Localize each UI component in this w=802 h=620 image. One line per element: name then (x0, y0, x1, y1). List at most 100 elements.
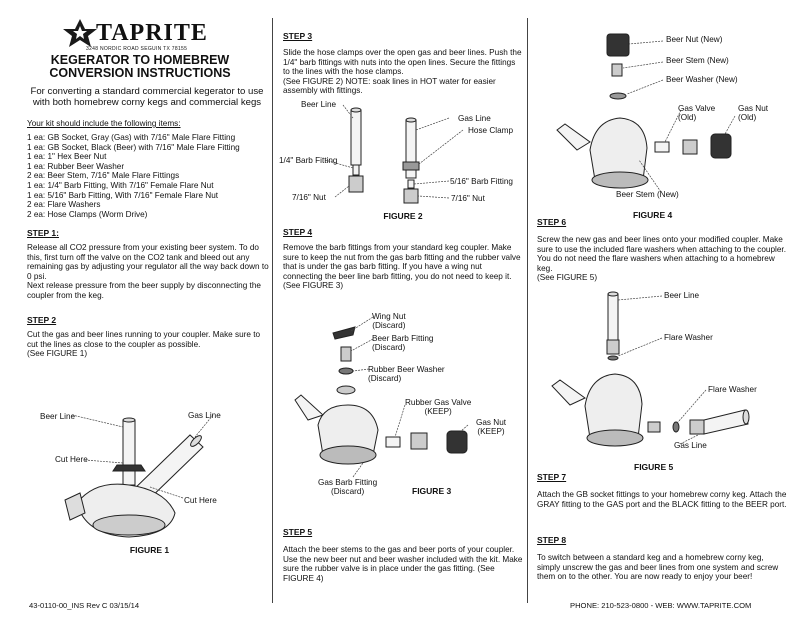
footer-right: PHONE: 210-523-0800 - WEB: WWW.TAPRITE.C… (570, 601, 752, 610)
step-6-text: Screw the new gas and beer lines onto yo… (537, 235, 786, 283)
figure-2-drawing (324, 104, 464, 204)
page-title-line-1: KEGERATOR TO HOMEBREW (50, 53, 230, 67)
beer-line-tube (607, 293, 619, 341)
coupler-handle (64, 492, 86, 521)
figure-1-drawing (64, 414, 214, 538)
fig3-rubber-washer-label: Rubber Beer Washer (Discard) (368, 365, 445, 384)
fig5-flare-washer-1-label: Flare Washer (664, 333, 713, 342)
kit-item: 1 ea: 5/16" Barb Fitting, With 7/16" Fem… (27, 190, 219, 200)
beer-line-tube (350, 109, 362, 166)
step-4-heading: STEP 4 (283, 227, 313, 237)
column-divider-2 (527, 18, 528, 603)
beer-washer (609, 92, 627, 100)
fig2-nut-right-label: 7/16" Nut (451, 194, 485, 203)
gas-nut (710, 133, 732, 159)
figure-4-drawing (556, 33, 736, 193)
step-5-heading: STEP 5 (283, 527, 313, 537)
figure-4-caption: FIGURE 4 (633, 210, 673, 220)
fig4-beer-stem-top-label: Beer Stem (New) (666, 56, 729, 65)
kit-item: 1 ea: Rubber Beer Washer (27, 161, 125, 171)
step-1-heading: STEP 1: (27, 228, 59, 238)
figure-2-caption: FIGURE 2 (383, 211, 423, 221)
step-3-text: Slide the hose clamps over the open gas … (283, 48, 522, 96)
fig1-cut-here-right-label: Cut Here (184, 496, 217, 505)
gas-stem (682, 139, 698, 155)
step-8-text: To switch between a standard keg and a h… (537, 553, 779, 582)
gas-line-tube (703, 409, 749, 435)
coupler-handle (551, 379, 586, 406)
fig3-gas-barb-label: Gas Barb Fitting (Discard) (318, 478, 378, 497)
fig3-gas-nut-label: Gas Nut (KEEP) (476, 418, 507, 437)
step-3-heading: STEP 3 (283, 31, 313, 41)
rubber-gas-valve (385, 436, 401, 448)
beer-nut (606, 33, 630, 57)
star-logo-icon (63, 19, 97, 47)
brand-address: 3248 NORDIC ROAD SEGUIN TX 78155 (86, 46, 188, 52)
figure-3-drawing (294, 316, 469, 478)
fig2-barb-quarter-label: 1/4" Barb Fitting (279, 156, 338, 165)
step-8-heading: STEP 8 (537, 535, 567, 545)
figure-3-caption: FIGURE 3 (412, 486, 452, 496)
nut-left (348, 175, 364, 193)
fig5-beer-line-label: Beer Line (664, 291, 700, 300)
fig2-hose-clamp-label: Hose Clamp (468, 126, 514, 135)
fig3-wing-nut-label: Wing Nut (Discard) (372, 312, 406, 331)
fig1-gas-line-label: Gas Line (188, 411, 221, 420)
fig4-beer-stem-bottom-label: Beer Stem (New) (616, 190, 679, 199)
step-6-heading: STEP 6 (537, 217, 567, 227)
intro-text: For converting a standard commercial keg… (30, 86, 264, 109)
column-divider-1 (272, 18, 273, 603)
kit-item: 2 ea: Beer Stem, 7/16" Male Flare Fittin… (27, 171, 180, 181)
kit-item: 1 ea: 1" Hex Beer Nut (27, 152, 107, 162)
step-4-text: Remove the barb fittings from your stand… (283, 243, 521, 291)
hose-clamp (402, 161, 420, 171)
fig4-gas-valve-label: Gas Valve (Old) (678, 104, 716, 123)
figure-5-caption: FIGURE 5 (634, 462, 674, 472)
kit-item: 1 ea: 1/4" Barb Fitting, With 7/16" Fema… (27, 180, 214, 190)
step-7-text: Attach the GB socket fittings to your ho… (537, 490, 787, 509)
step-7-heading: STEP 7 (537, 472, 567, 482)
kit-item: 2 ea: Hose Clamps (Worm Drive) (27, 209, 148, 219)
fig1-cut-here-left-label: Cut Here (55, 455, 88, 464)
rubber-washer (338, 367, 354, 375)
fig2-gas-line-label: Gas Line (458, 114, 491, 123)
fig3-beer-barb-label: Beer Barb Fitting (Discard) (372, 334, 434, 353)
fig5-gas-line-label: Gas Line (674, 441, 707, 450)
figure-5-drawing (551, 291, 750, 447)
flare-washer-1 (607, 355, 619, 361)
nut-right (403, 188, 419, 204)
footer-left: 43-0110-00_INS Rev C 03/15/14 (29, 601, 140, 610)
figure-1-caption: FIGURE 1 (129, 545, 170, 555)
brand-name: TAPRITE (96, 20, 208, 46)
beer-stem-top (611, 63, 623, 77)
step-2-heading: STEP 2 (27, 315, 57, 325)
page-title-line-2: CONVERSION INSTRUCTIONS (49, 66, 231, 80)
step-5-text: Attach the beer stems to the gas and bee… (283, 545, 523, 583)
fig4-gas-nut-label: Gas Nut (Old) (738, 104, 769, 123)
fig2-nut-left-label: 7/16" Nut (292, 193, 326, 202)
kit-list: 1 ea: GB Socket, Gray (Gas) with 7/16" M… (27, 133, 272, 219)
flare-washer-2 (672, 421, 680, 433)
kit-item: 2 ea: Flare Washers (27, 200, 101, 210)
fig1-beer-line-label: Beer Line (40, 412, 76, 421)
coupler-handle (556, 123, 591, 151)
kit-item: 1 ea: GB Socket, Black (Beer) with 7/16"… (27, 142, 240, 152)
beer-barb (340, 346, 352, 362)
beer-line-tube (122, 419, 136, 486)
fig2-barb-5-16-label: 5/16" Barb Fitting (450, 177, 513, 186)
fig3-rubber-valve-label: Rubber Gas Valve (KEEP) (405, 398, 472, 417)
brand-logo: TAPRITE (60, 18, 220, 48)
gas-nut (446, 430, 468, 454)
fig5-flare-washer-2-label: Flare Washer (708, 385, 757, 394)
kit-heading: Your kit should include the following it… (27, 119, 181, 128)
gas-valve (654, 141, 670, 153)
gas-barb (410, 432, 428, 450)
step-2-text: Cut the gas and beer lines running to yo… (27, 330, 261, 359)
wing-nut (332, 326, 356, 340)
wing-nut (112, 464, 146, 472)
kit-item: 1 ea: GB Socket, Gray (Gas) with 7/16" M… (27, 133, 236, 142)
step-1-text: Release all CO2 pressure from your exist… (27, 243, 269, 300)
fig2-beer-line-label: Beer Line (301, 100, 337, 109)
page-title: KEGERATOR TO HOMEBREW CONVERSION INSTRUC… (20, 54, 260, 80)
coupler-handle (294, 394, 324, 421)
